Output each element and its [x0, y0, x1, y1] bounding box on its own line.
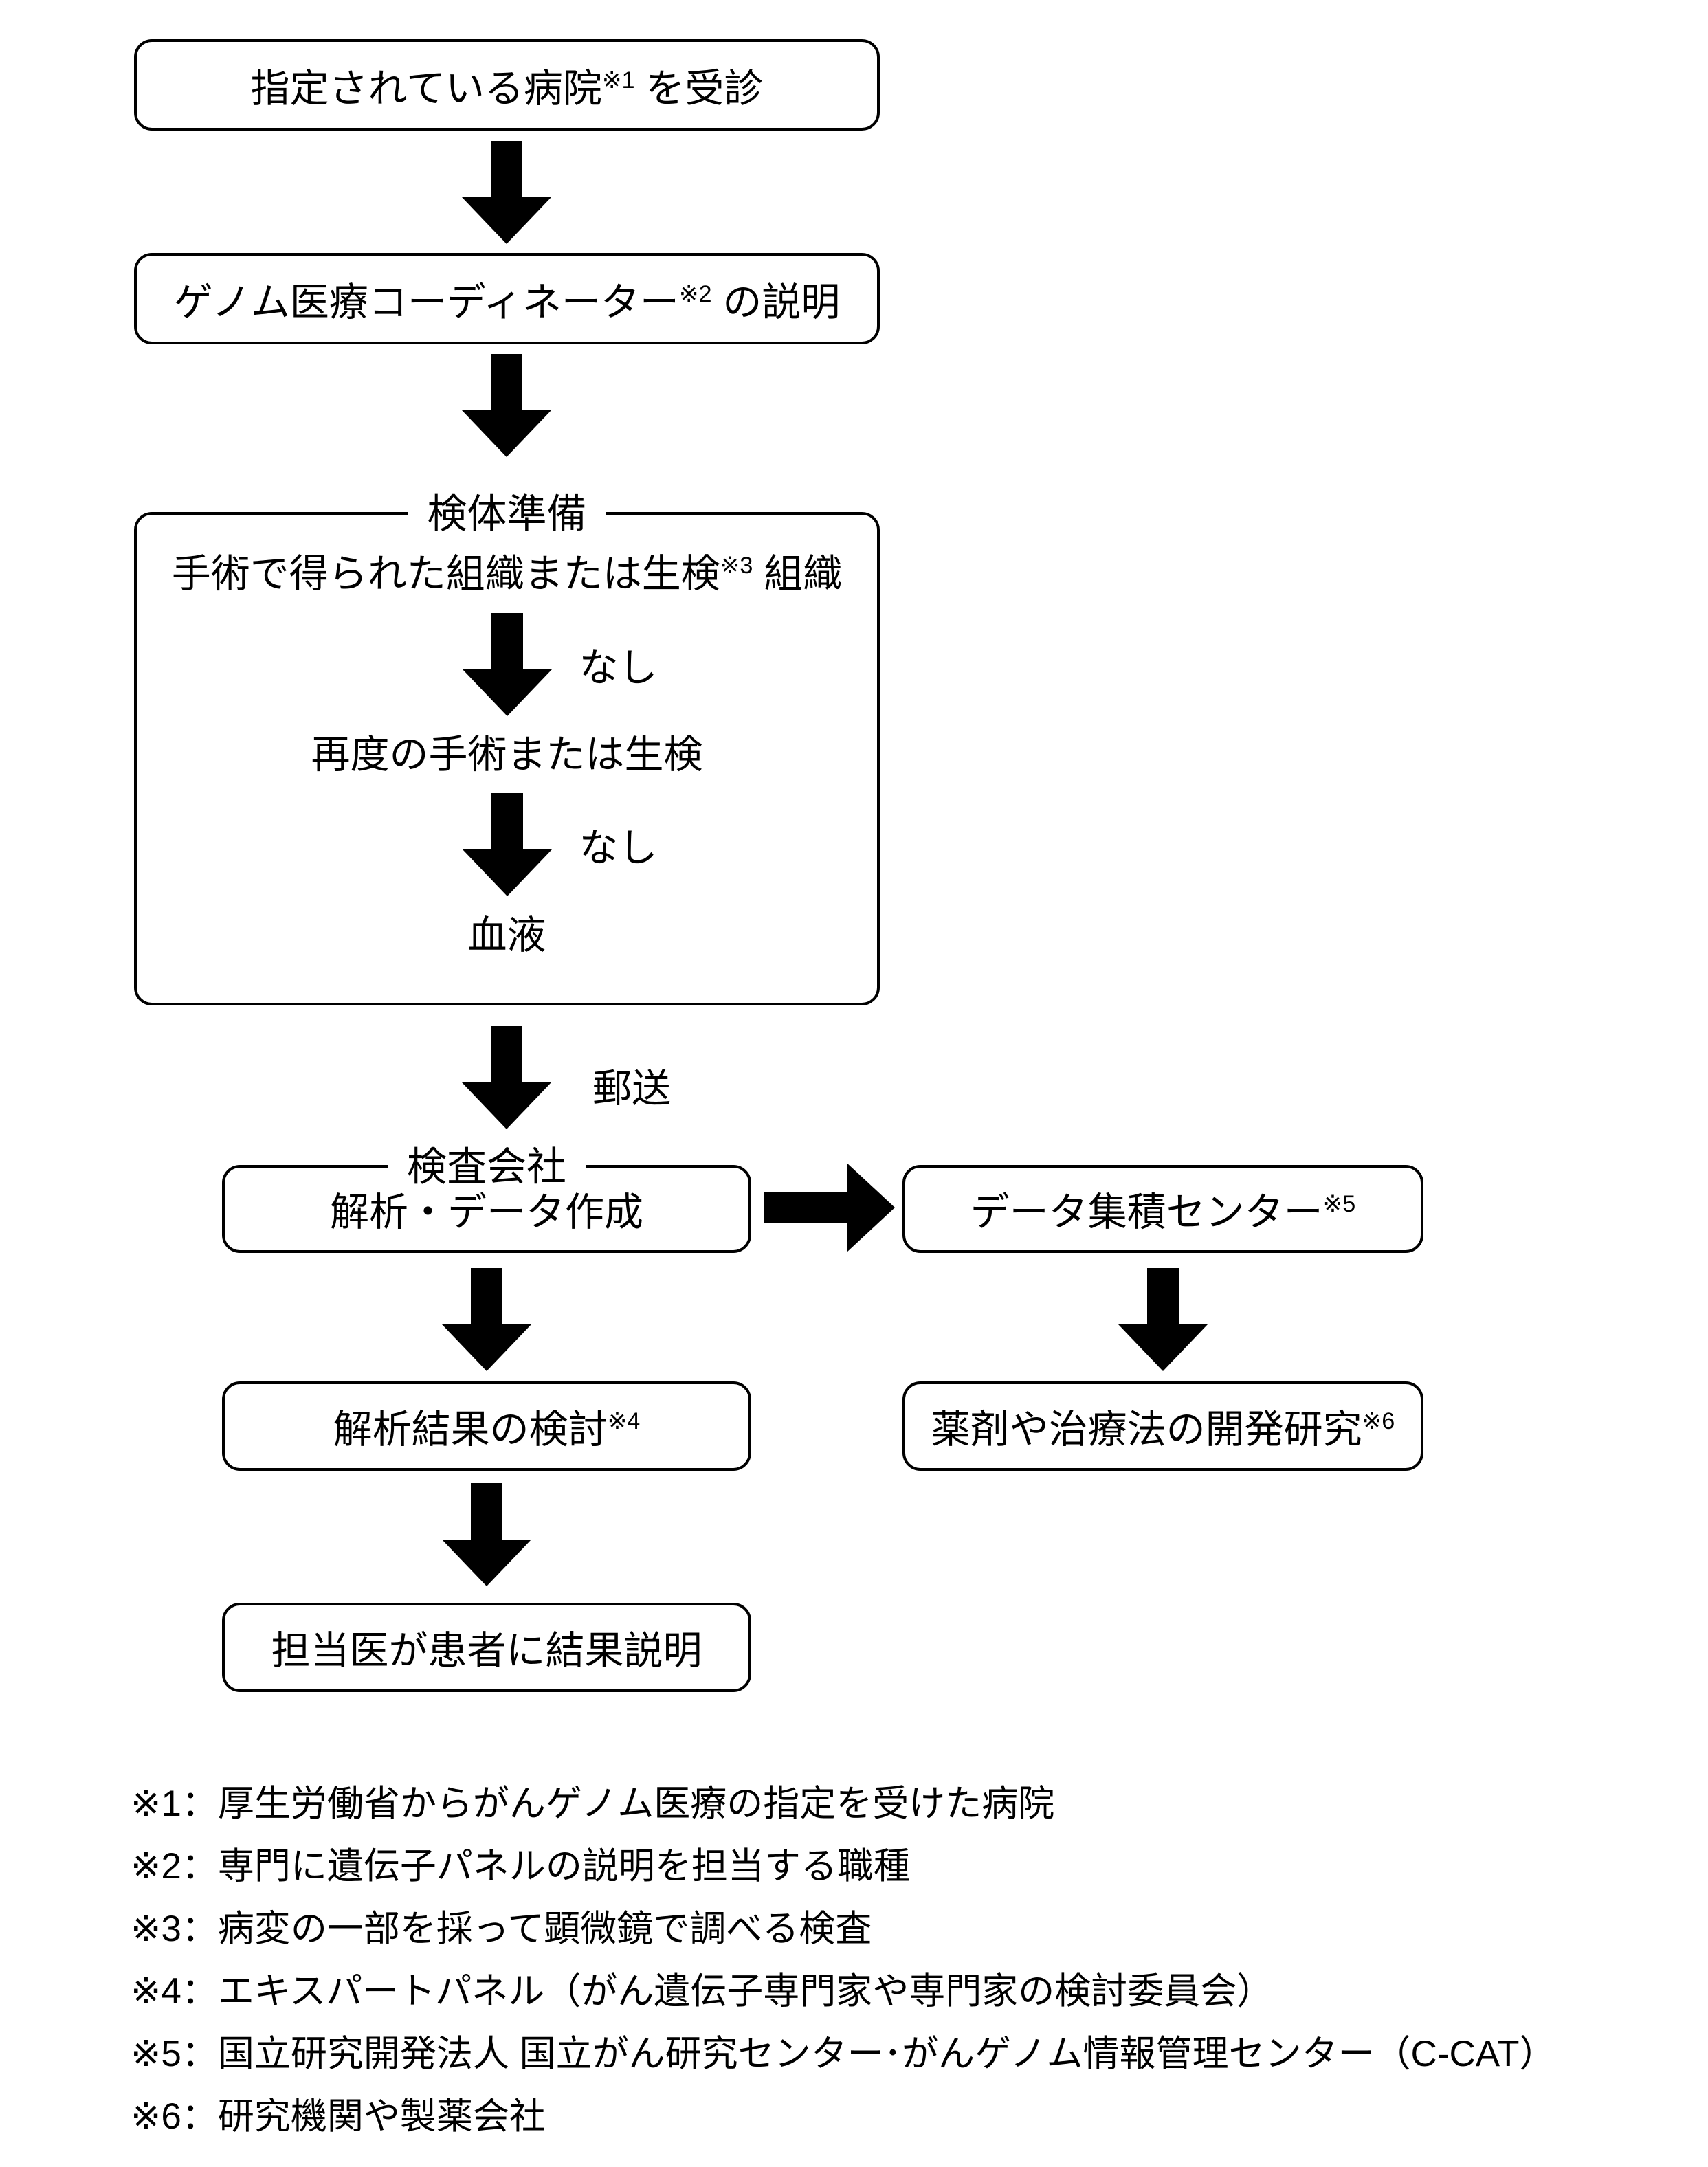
data-center-box: データ集積センター※5: [902, 1165, 1423, 1253]
footnote-line: ※6：研究機関や製薬会社: [131, 2096, 546, 2137]
arrow-down-icon: [442, 1483, 531, 1586]
coordinator-box: ゲノム医療コーディネーター※2 の説明: [134, 253, 880, 344]
visit-hospital-box: 指定されている病院※1 を受診: [134, 39, 880, 131]
footnote-line: ※1：厚生労働省からがんゲノム医療の指定を受けた病院: [131, 1783, 1055, 1824]
review-box: 解析結果の検討※4: [222, 1381, 751, 1471]
footnote-ref-4: ※4: [607, 1408, 641, 1434]
arrow-right-icon: [764, 1163, 895, 1252]
rebiopsy-line: 再度の手術または生検: [311, 732, 703, 777]
footnotes: ※1：厚生労働省からがんゲノム医療の指定を受けた病院 ※2：専門に遺伝子パネルの…: [131, 1786, 1677, 2161]
data-center-label: データ集積センター※5: [970, 1190, 1356, 1234]
arrow-down-icon: [462, 1026, 551, 1129]
footnote-ref-3: ※3: [720, 553, 753, 579]
footnote-line: ※3：病変の一部を採って顕微鏡で調べる検査: [131, 1909, 872, 1949]
arrow-row: なし: [151, 612, 863, 716]
coordinator-label: ゲノム医療コーディネーター※2 の説明: [173, 280, 841, 324]
arrow-down-icon: [462, 354, 551, 457]
specimen-prep-legend: 検体準備: [408, 481, 606, 540]
footnote-ref-5: ※5: [1322, 1191, 1356, 1217]
specimen-prep-content: 手術で得られた組織または生検※3 組織 なし 再度の手術または生検 なし 血液: [137, 515, 877, 1003]
arrow-row: なし: [151, 793, 863, 897]
blood-line: 血液: [467, 913, 546, 957]
none-label: なし: [579, 645, 658, 690]
result-box: 担当医が患者に結果説明: [222, 1603, 751, 1692]
footnote-ref-2: ※2: [678, 280, 712, 307]
footnote-ref-6: ※6: [1362, 1408, 1395, 1434]
footnote-ref-1: ※1: [601, 67, 635, 93]
research-label: 薬剤や治療法の開発研究※6: [931, 1408, 1395, 1452]
arrow-down-icon: [1118, 1268, 1208, 1371]
footnote-line: ※4：エキスパートパネル（がん遺伝子専門家や専門家の検討委員会）: [131, 1971, 1274, 2012]
lab-company-group: 検査会社 解析・データ作成: [222, 1134, 751, 1253]
arrow-down-icon: [462, 793, 552, 897]
tissue-line: 手術で得られた組織または生検※3 組織: [171, 552, 843, 596]
arrow-down-icon: [462, 141, 551, 244]
none-label: なし: [579, 826, 658, 871]
review-label: 解析結果の検討※4: [333, 1408, 641, 1452]
lab-company-legend: 検査会社: [387, 1134, 586, 1192]
visit-hospital-label: 指定されている病院※1 を受診: [250, 66, 764, 111]
analysis-label: 解析・データ作成: [330, 1190, 643, 1234]
mail-label: 郵送: [592, 1067, 671, 1111]
arrow-down-icon: [462, 612, 552, 716]
arrow-down-icon: [442, 1268, 531, 1371]
footnote-line: ※2：専門に遺伝子パネルの説明を担当する職種: [131, 1846, 910, 1887]
specimen-prep-group: 検体準備 手術で得られた組織または生検※3 組織 なし 再度の手術または生検 な…: [134, 481, 880, 1005]
footnote-line: ※5：国立研究開発法人 国立がん研究センター･がんゲノム情報管理センター（C-C…: [131, 2034, 1556, 2074]
result-label: 担当医が患者に結果説明: [271, 1629, 702, 1673]
research-box: 薬剤や治療法の開発研究※6: [902, 1381, 1423, 1471]
